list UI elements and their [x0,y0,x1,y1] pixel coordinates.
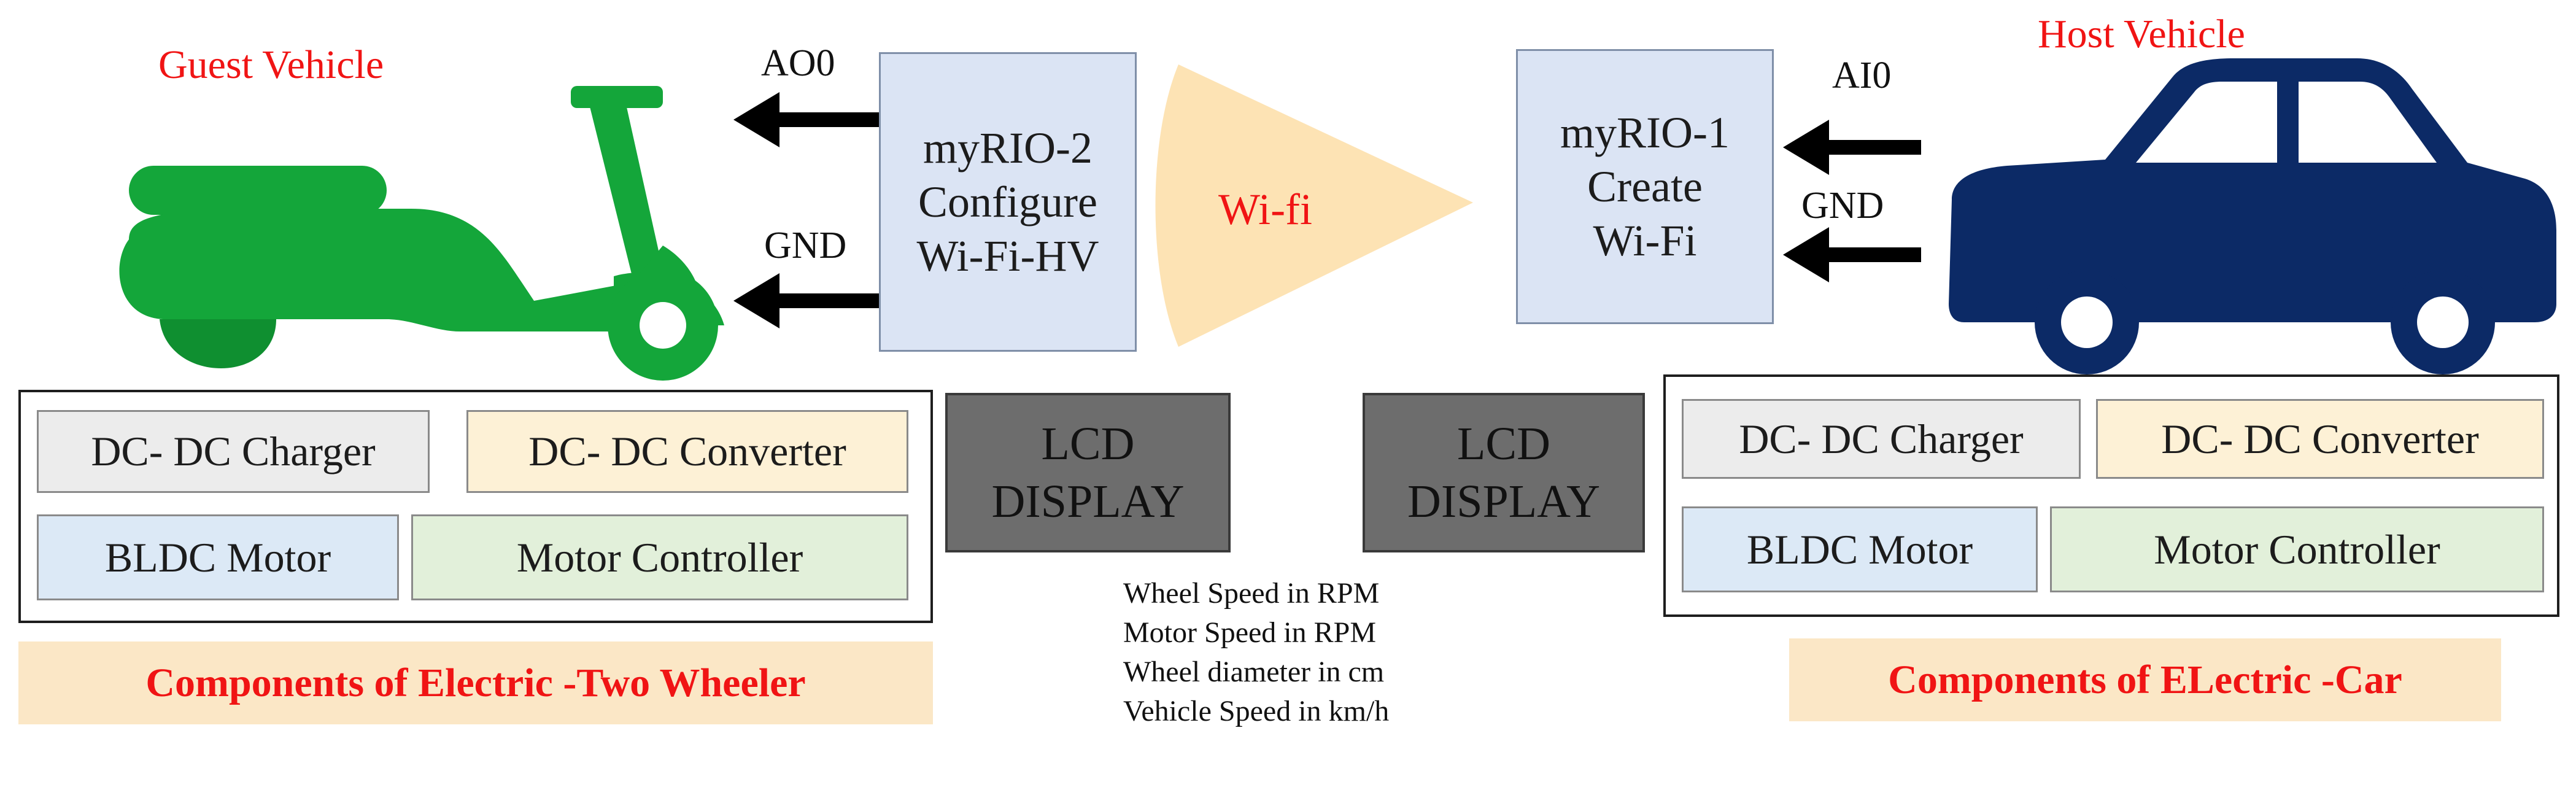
myrio-2-line: Configure [918,177,1097,227]
arrow-left-icon [1783,120,1921,175]
myrio-2-line: myRIO-2 [923,123,1093,172]
component-dc-dc-converter: DC- DC Converter [2096,399,2544,479]
arrow-left-icon [733,273,881,328]
component-dc-dc-charger: DC- DC Charger [1682,399,2081,479]
two-wheeler-caption: Components of Electric -Two Wheeler [18,641,933,724]
display-info-item: Wheel Speed in RPM [1123,577,1380,610]
component-dc-dc-charger: DC- DC Charger [37,410,430,493]
car-caption: Components of ELectric -Car [1789,638,2501,721]
guest-vehicle-title: Guest Vehicle [158,42,384,87]
myrio-1-box: myRIO-1 Create Wi-Fi [1516,49,1774,324]
scooter-icon [119,86,724,381]
myrio-1-line: Wi-Fi [1593,216,1697,265]
arrow-left-icon [733,92,881,147]
lcd-display-line: LCD [1041,418,1135,470]
display-info-item: Motor Speed in RPM [1123,616,1377,649]
myrio-2-line: Wi-Fi-HV [916,231,1099,281]
wifi-signal-icon [1155,64,1473,347]
lcd-display-line: DISPLAY [1407,476,1600,527]
pin-gnd-right-label: GND [1801,185,1884,227]
component-bldc-motor: BLDC Motor [37,514,399,600]
myrio-1-line: myRIO-1 [1560,108,1730,157]
lcd-display-left: LCD DISPLAY [945,393,1231,552]
pin-ao0-label: AO0 [761,42,835,84]
pin-ai0-label: AI0 [1832,55,1892,96]
pin-gnd-left-label: GND [764,225,847,266]
component-dc-dc-converter: DC- DC Converter [466,410,908,493]
myrio-2-box: myRIO-2 Configure Wi-Fi-HV [879,52,1137,352]
car-icon [1949,58,2556,374]
host-vehicle-title: Host Vehicle [2038,12,2245,56]
display-info-list: Wheel Speed in RPM Motor Speed in RPM Wh… [1123,574,1389,731]
arrow-left-icon [1783,227,1921,282]
display-info-item: Wheel diameter in cm [1123,656,1385,688]
myrio-1-line: Create [1587,162,1703,211]
component-motor-controller: Motor Controller [411,514,908,600]
display-info-item: Vehicle Speed in km/h [1123,695,1390,727]
lcd-display-right: LCD DISPLAY [1363,393,1645,552]
lcd-display-line: LCD [1457,418,1550,470]
component-motor-controller: Motor Controller [2050,506,2544,592]
lcd-display-line: DISPLAY [991,476,1185,527]
wifi-label: Wi-fi [1218,185,1313,234]
component-bldc-motor: BLDC Motor [1682,506,2038,592]
